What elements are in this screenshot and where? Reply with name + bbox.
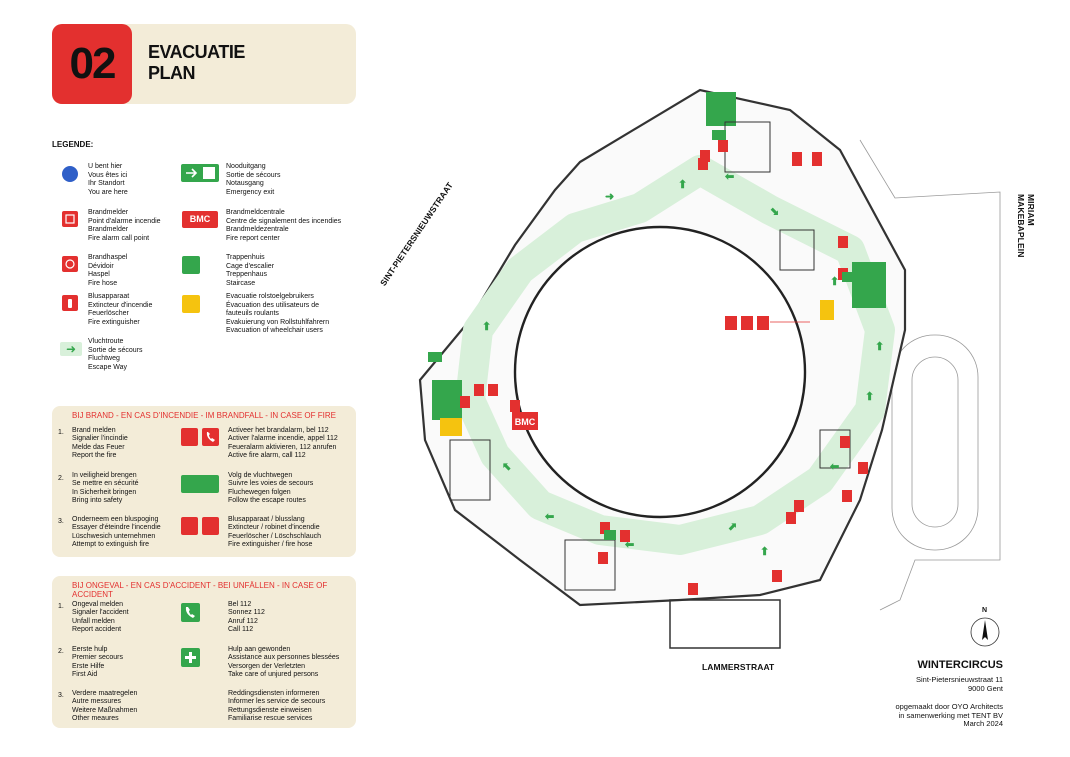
first-aid-icon <box>181 648 200 667</box>
venue-name: WINTERCIRCUS <box>917 659 1003 671</box>
svg-text:BMC: BMC <box>515 417 536 427</box>
wheelchair-area-east <box>820 300 834 320</box>
svg-text:⬆: ⬆ <box>865 391 874 403</box>
escape-route <box>455 155 895 555</box>
track-outline <box>891 334 979 551</box>
fire-extinguisher-icon <box>181 517 198 535</box>
phone-icon <box>181 603 200 622</box>
svg-text:⬊: ⬊ <box>770 206 779 218</box>
fire-extinguisher-icon <box>62 295 78 311</box>
exit-sign <box>712 130 726 140</box>
wheelchair-icon <box>182 295 200 313</box>
fire-alarm-icon <box>62 211 78 227</box>
street-east: MIRIAM MAKEBAPLEIN <box>1016 194 1036 258</box>
legend-heading: LEGENDE: <box>52 140 94 149</box>
exit-sign <box>842 272 856 282</box>
svg-text:⬉: ⬉ <box>502 461 511 473</box>
north-label: N <box>982 607 988 614</box>
svg-text:⬆: ⬆ <box>482 321 491 333</box>
svg-text:⬆: ⬆ <box>830 276 839 288</box>
svg-text:⬅: ⬅ <box>829 461 839 473</box>
compass <box>970 617 1000 647</box>
location-dot-icon <box>62 166 78 182</box>
phone-icon <box>202 428 219 446</box>
plan-number: 02 <box>52 24 132 104</box>
fire-hose-icon <box>62 256 78 272</box>
svg-text:⬅: ⬅ <box>624 539 634 551</box>
fire-alarm-icon <box>181 428 198 446</box>
svg-text:⬆: ⬆ <box>678 179 687 191</box>
staircase-west <box>432 380 462 420</box>
svg-text:⬆: ⬆ <box>760 546 769 558</box>
bmc-marker <box>512 412 538 430</box>
accident-instructions-panel <box>52 576 356 728</box>
staircase-east <box>852 262 886 308</box>
svg-text:⬈: ⬈ <box>728 521 737 533</box>
staircase-icon <box>182 256 200 274</box>
svg-text:⬆: ⬆ <box>875 341 884 353</box>
south-annex <box>669 599 781 649</box>
fire-heading: BIJ BRAND - EN CAS D'INCENDIE - IM BRAND… <box>72 411 336 420</box>
svg-text:⬅: ⬅ <box>544 511 554 523</box>
wheelchair-area-west <box>440 418 462 436</box>
svg-text:➜: ➜ <box>605 191 614 203</box>
exit-sign <box>428 352 442 362</box>
staircase-north <box>706 92 736 126</box>
page-title: EVACUATIE PLAN <box>148 42 245 83</box>
accident-heading: BIJ ONGEVAL - EN CAS D'ACCIDENT - BEI UN… <box>72 581 328 599</box>
fire-hose-icon <box>202 517 219 535</box>
bmc-icon: BMC <box>182 211 218 228</box>
street-south: LAMMERSTRAAT <box>702 662 775 672</box>
exit-sign <box>604 530 616 540</box>
escape-arrow-icon: ➜ <box>60 342 82 356</box>
north-arrow-icon <box>982 620 988 640</box>
emergency-exit-icon <box>181 164 219 182</box>
svg-text:⬅: ⬅ <box>724 171 734 183</box>
emergency-exit-icon <box>181 475 219 493</box>
site-boundary <box>859 139 1001 611</box>
arena-circle <box>513 225 807 519</box>
